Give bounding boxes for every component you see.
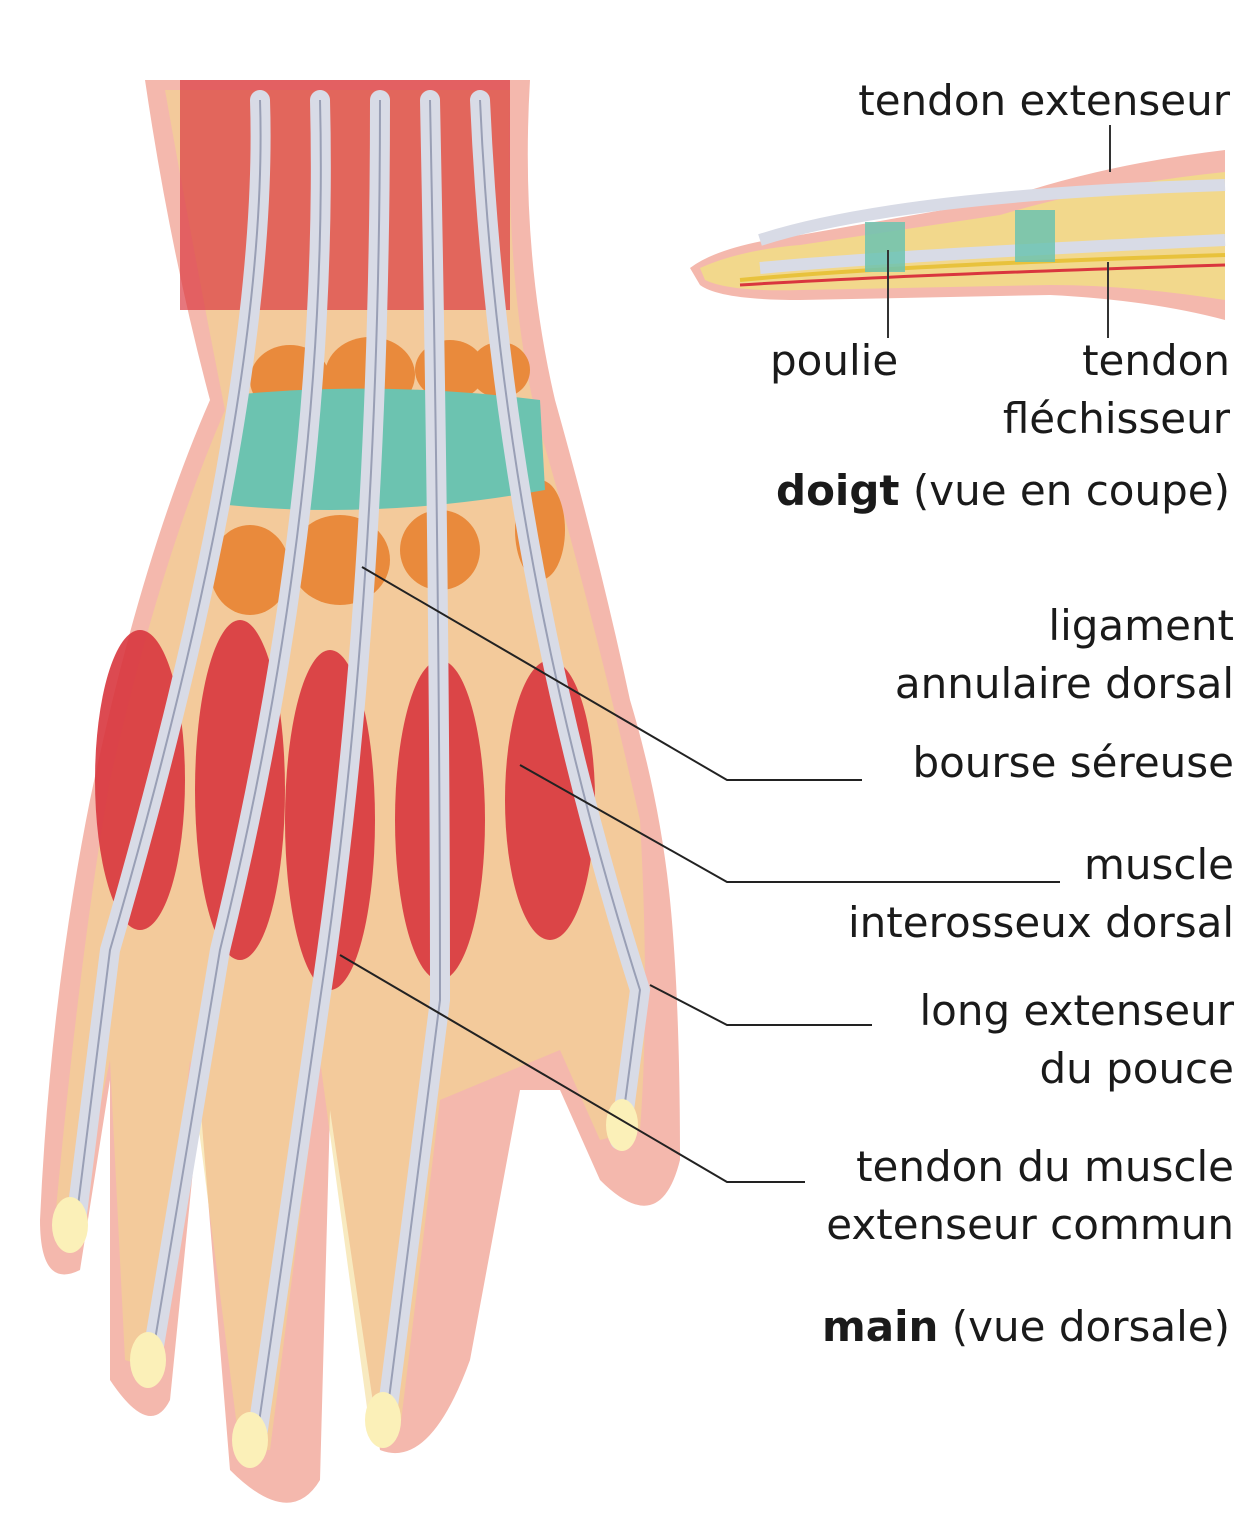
title-rest: (vue en coupe) xyxy=(912,466,1230,515)
label-interosseous: muscle interosseux dorsal xyxy=(848,836,1234,952)
label-line: long extenseur xyxy=(919,986,1235,1035)
label-line: ligament xyxy=(1048,601,1234,650)
label-line: tendon xyxy=(1082,336,1230,385)
hand-illustration xyxy=(40,80,680,1503)
label-line: interosseux dorsal xyxy=(848,898,1234,947)
label-line: annulaire dorsal xyxy=(894,659,1234,708)
label-extensor-tendon: tendon extenseur xyxy=(858,76,1230,125)
label-line: muscle xyxy=(1083,840,1234,889)
label-thumb-extensor: long extenseur du pouce xyxy=(920,982,1235,1098)
label-pulley: poulie xyxy=(770,336,899,385)
title-bold: doigt xyxy=(776,466,900,515)
label-bursa: bourse séreuse xyxy=(912,738,1234,787)
label-common-extensor: tendon du muscle extenseur commun xyxy=(826,1138,1234,1254)
label-line: fléchisseur xyxy=(1002,394,1230,443)
leader-lines xyxy=(339,566,1060,1183)
label-line: tendon du muscle xyxy=(856,1142,1234,1191)
finger-title: doigt (vue en coupe) xyxy=(776,462,1230,520)
label-line: du pouce xyxy=(1039,1044,1234,1093)
label-dorsal-ligament: ligament annulaire dorsal xyxy=(895,597,1234,713)
hand-title: main (vue dorsale) xyxy=(822,1298,1230,1356)
title-bold: main xyxy=(822,1302,939,1351)
label-line: extenseur commun xyxy=(826,1200,1234,1249)
finger-section-illustration xyxy=(690,125,1226,338)
title-rest: (vue dorsale) xyxy=(951,1302,1230,1351)
label-flexor-tendon: tendon fléchisseur xyxy=(1003,332,1230,448)
